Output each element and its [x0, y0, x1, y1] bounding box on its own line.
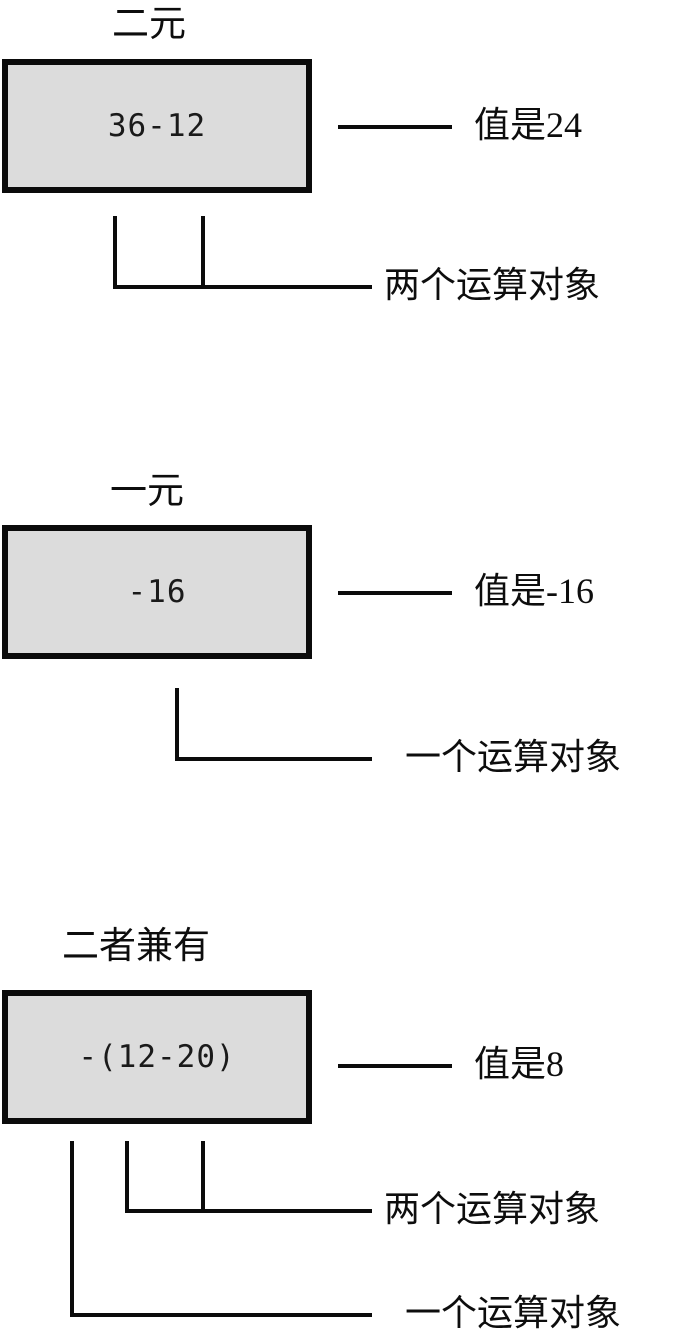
bracket-hline-both-inner [125, 1209, 372, 1213]
expression-text-binary: 36-12 [107, 108, 207, 144]
expression-box-unary: -16 [2, 525, 312, 659]
bracket-vline-unary [175, 688, 179, 760]
bracket-hline-both-outer [70, 1313, 372, 1317]
bracket-hline-unary [175, 757, 372, 761]
annotation-unary-one-operand: 一个运算对象 [405, 737, 622, 777]
bracket-vline-both-inner-left [125, 1141, 129, 1212]
section-title-binary: 二元 [112, 4, 186, 45]
annotation-both-two-operands: 两个运算对象 [384, 1189, 601, 1229]
bracket-hline-binary [113, 285, 372, 289]
expression-text-both: -(12-20) [78, 1039, 236, 1075]
leader-dash-unary-value [338, 591, 452, 595]
leader-dash-both-value [338, 1064, 452, 1068]
section-title-both: 二者兼有 [62, 926, 210, 967]
bracket-vline-both-inner-right [201, 1141, 205, 1212]
section-title-unary: 一元 [110, 471, 184, 512]
value-label-both: 值是8 [474, 1044, 565, 1084]
annotation-binary-two-operands: 两个运算对象 [384, 265, 601, 305]
expression-box-both: -(12-20) [2, 990, 312, 1124]
bracket-vline-binary-left [113, 216, 117, 288]
value-label-binary: 值是24 [474, 105, 583, 145]
leader-dash-binary-value [338, 125, 452, 129]
bracket-vline-both-outer [70, 1141, 74, 1316]
expression-text-unary: -16 [127, 574, 187, 610]
bracket-vline-binary-right [201, 216, 205, 288]
expression-box-binary: 36-12 [2, 59, 312, 193]
annotation-both-one-operand: 一个运算对象 [405, 1293, 622, 1333]
value-label-unary: 值是-16 [474, 571, 594, 611]
